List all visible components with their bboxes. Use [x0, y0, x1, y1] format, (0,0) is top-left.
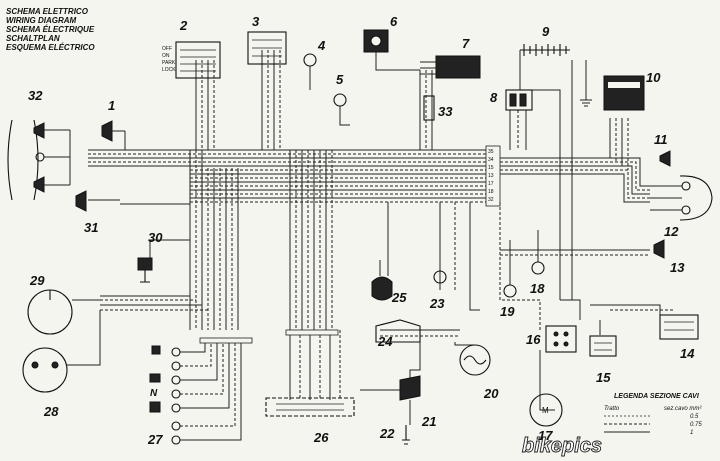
component-7-cdi-unit: 7 — [420, 36, 481, 79]
component-2-label: 2 — [179, 18, 188, 33]
component-14: 14 — [659, 314, 699, 361]
switch-off-label: OFF — [162, 46, 172, 52]
component-3-switch-block: 3 — [247, 14, 287, 65]
component-19-label: 19 — [500, 304, 515, 319]
switch-park-label: PARK — [162, 60, 176, 66]
svg-text:M: M — [542, 406, 549, 415]
title-line: ESQUEMA ELÉCTRICO — [6, 43, 95, 52]
component-10-label: 10 — [646, 70, 661, 85]
legend-row: 0.75 — [690, 422, 702, 428]
component-11: 11 — [654, 132, 671, 167]
component-16-label: 16 — [526, 332, 541, 347]
component-32-headlamp: 32 — [7, 88, 71, 201]
component-20-generator: 20 — [459, 344, 499, 401]
component-10-regulator: 10 — [603, 70, 661, 111]
component-1-label: 1 — [108, 98, 115, 113]
svg-text:18: 18 — [488, 189, 494, 195]
title-line: WIRING DIAGRAM — [6, 16, 77, 25]
component-25-label: 25 — [391, 290, 407, 305]
component-21: 21 — [399, 375, 436, 429]
title-line: SCHEMA ÉLECTRIQUE — [6, 25, 95, 34]
component-23-label: 23 — [429, 296, 445, 311]
component-21-label: 21 — [421, 414, 436, 429]
legend-col-tratto: Tratto — [604, 406, 620, 412]
component-27-label: 27 — [147, 432, 163, 447]
svg-text:17: 17 — [488, 181, 494, 187]
component-8-relay: 8 — [490, 89, 533, 111]
component-5-label: 5 — [336, 72, 344, 87]
component-30-label: 30 — [148, 230, 163, 245]
legend-col-section: sez.cavo mm² — [664, 406, 702, 412]
component-31: 31 — [75, 190, 98, 235]
component-15: 15 — [589, 335, 617, 385]
component-3-label: 3 — [252, 14, 260, 29]
component-30-sensor: 30 — [137, 230, 163, 283]
component-1: 1 — [101, 98, 126, 150]
component-32-label: 32 — [28, 88, 43, 103]
component-15-label: 15 — [596, 370, 611, 385]
component-13-label: 13 — [670, 260, 685, 275]
component-22-spark-plug: 22 — [379, 425, 410, 445]
component-24-label: 24 — [377, 334, 393, 349]
component-2-ignition-switch: OFF ON PARK LOCK 2 — [162, 18, 221, 79]
legend: LEGENDA SEZIONE CAVI Tratto sez.cavo mm²… — [604, 393, 702, 436]
component-22-label: 22 — [379, 426, 395, 441]
component-26-label: 26 — [313, 430, 329, 445]
svg-text:32: 32 — [488, 197, 494, 203]
component-18-indicator: 18 — [530, 261, 545, 296]
component-26-handlebar-switch: 26 — [265, 397, 355, 445]
component-17-label: 17 — [538, 428, 553, 443]
component-29-instrument: 29 — [27, 273, 100, 335]
main-harness: 35 34 15 13 17 18 32 — [88, 50, 675, 441]
switch-lock-label: LOCK — [162, 67, 176, 73]
component-28-label: 28 — [43, 404, 59, 419]
ground-symbol — [580, 60, 592, 107]
component-4-label: 4 — [317, 38, 326, 53]
connector-strip — [199, 329, 339, 344]
component-5-indicator: 5 — [333, 72, 350, 126]
component-19-indicator: 19 — [500, 284, 517, 319]
component-28-instrument: 28 — [22, 310, 101, 419]
component-6: 6 — [363, 14, 420, 71]
component-12-label: 12 — [664, 224, 679, 239]
component-12-tail-light: 12 — [650, 175, 713, 239]
title-line: SCHEMA ELETTRICO — [6, 7, 89, 16]
neutral-label: N — [150, 388, 158, 399]
svg-text:35: 35 — [488, 149, 494, 155]
title-block: SCHEMA ELETTRICO WIRING DIAGRAM SCHEMA É… — [6, 7, 95, 52]
legend-title: LEGENDA SEZIONE CAVI — [614, 393, 700, 400]
title-line: SCHALTPLAN — [6, 34, 60, 43]
component-6-label: 6 — [390, 14, 398, 29]
component-23-indicator: 23 — [429, 270, 447, 311]
svg-text:34: 34 — [488, 157, 494, 163]
component-29-label: 29 — [29, 273, 45, 288]
component-17-starter-motor: M 17 — [529, 393, 563, 443]
legend-row: 0.5 — [690, 414, 699, 420]
legend-row: 1 — [690, 430, 693, 436]
component-20-label: 20 — [483, 386, 499, 401]
component-31-label: 31 — [84, 220, 98, 235]
component-14-label: 14 — [680, 346, 695, 361]
component-11-label: 11 — [654, 132, 668, 147]
svg-text:15: 15 — [488, 165, 494, 171]
component-33-label: 33 — [438, 104, 453, 119]
component-27-warning-lamps: N 27 — [147, 345, 181, 447]
component-7-label: 7 — [462, 36, 470, 51]
component-16: 16 — [526, 325, 577, 353]
component-25-horn: 25 — [371, 260, 407, 305]
component-8-label: 8 — [490, 90, 498, 105]
watermark: bikepics — [522, 435, 602, 457]
component-9-battery: 9 — [519, 24, 570, 80]
component-13: 13 — [653, 239, 685, 275]
component-18-label: 18 — [530, 281, 545, 296]
svg-text:13: 13 — [488, 173, 494, 179]
component-9-label: 9 — [542, 24, 550, 39]
component-24: 24 — [375, 319, 421, 349]
component-4-indicator: 4 — [303, 38, 326, 90]
switch-on-label: ON — [162, 53, 170, 59]
component-33: 33 — [423, 95, 453, 121]
